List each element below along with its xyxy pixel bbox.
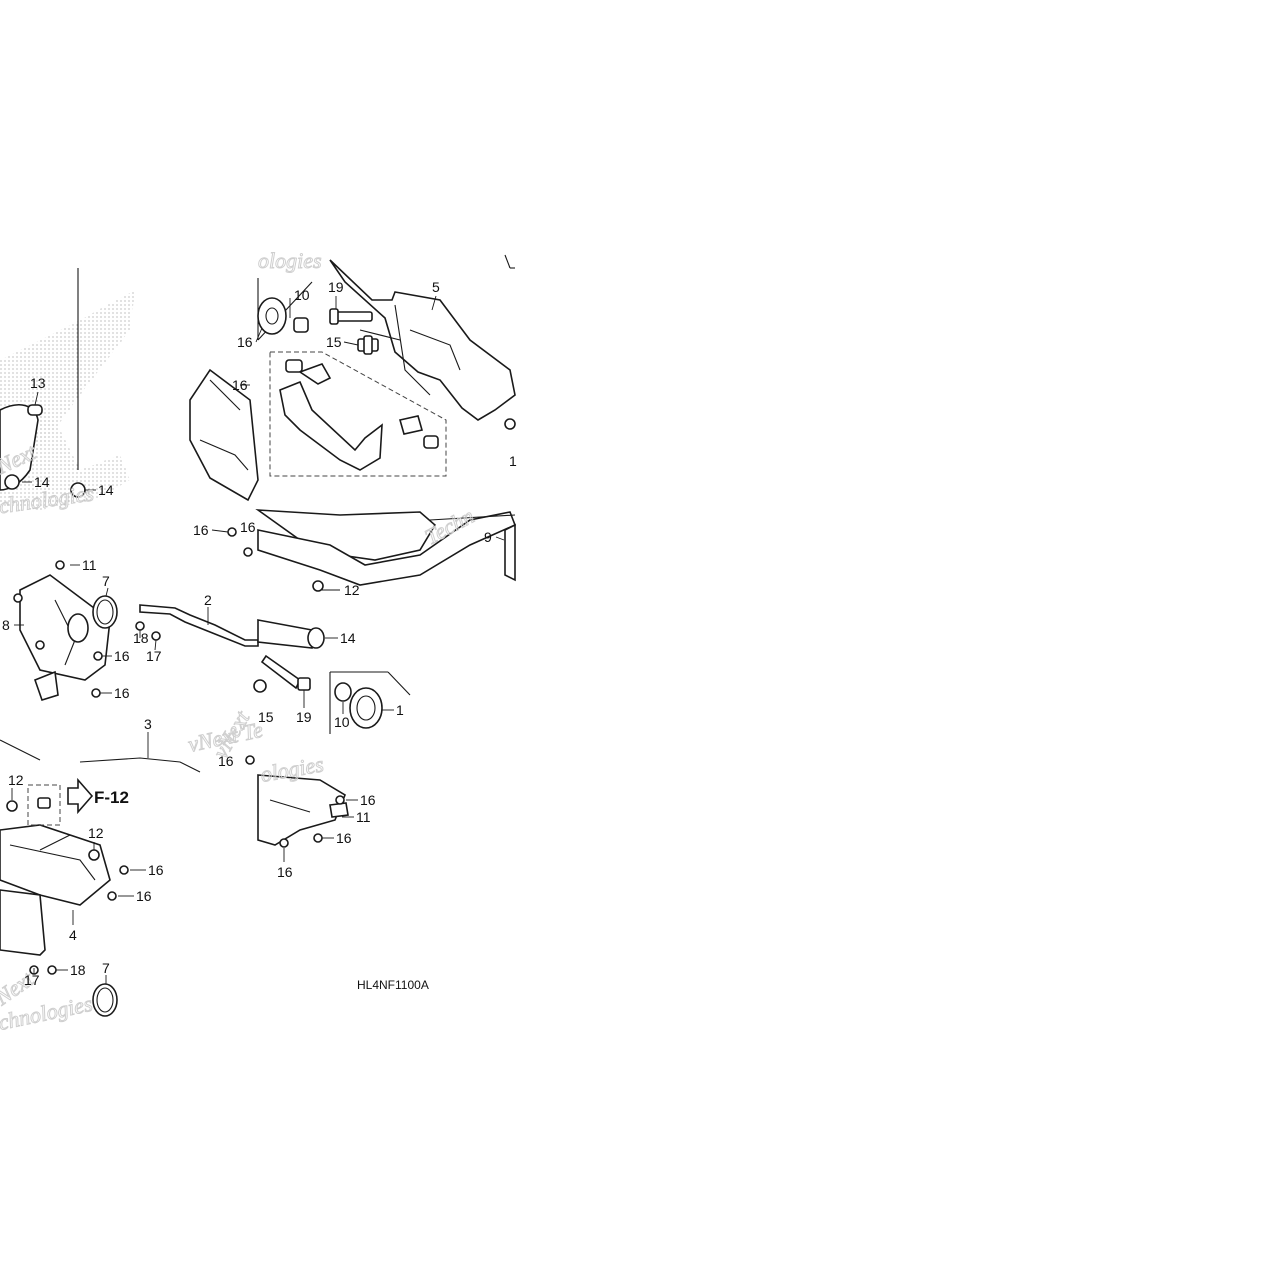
callout-16: 16 [193,522,209,538]
ring-7-upper [92,595,118,629]
callout-8: 8 [2,617,10,633]
rod-part-2 [139,604,259,647]
callout-1: 1 [396,702,404,718]
callout-17: 17 [146,648,162,664]
callout-1: 1 [509,453,517,469]
leader-lines [11,295,505,984]
side-panel [189,368,259,502]
dashed-bolt-box [27,784,61,826]
callout-5: 5 [432,279,440,295]
callout-16: 16 [360,792,376,808]
bar-3 [0,739,201,773]
callout-7: 7 [102,960,110,976]
callout-12: 12 [344,582,360,598]
callout-14: 14 [34,474,50,490]
callout-19: 19 [328,279,344,295]
bracket-detail-box [269,351,447,477]
callout-15: 15 [258,709,274,725]
callout-11: 11 [356,809,371,825]
callout-13: 13 [30,375,46,391]
callout-16: 16 [336,830,352,846]
callout-14: 14 [98,482,114,498]
callout-4: 4 [69,927,77,943]
callout-16: 16 [114,648,130,664]
reference-arrow [67,777,94,815]
grommet-box-top [257,278,313,341]
ring-7-lower [92,983,118,1017]
callout-16: 16 [148,862,164,878]
callout-17: 17 [24,972,40,988]
bracket-assembly-8 [19,574,111,701]
callout-16: 16 [237,334,253,350]
bumper-cover-upper [255,509,517,586]
grommet-box-lower [329,671,411,734]
callout-18: 18 [133,630,149,646]
callout-16: 16 [218,753,234,769]
bolt-15-top [357,335,379,355]
callout-2: 2 [204,592,212,608]
callout-7: 7 [102,573,110,589]
bolt-19-long [260,654,311,691]
skid-plate-4 [0,824,111,956]
left-fender-region [0,268,135,510]
front-frame-assembly [329,254,516,421]
callout-16: 16 [136,888,152,904]
callout-12: 12 [8,772,24,788]
callout-16: 16 [240,519,256,535]
diagram-code-label: HL4NF1100A [357,978,429,992]
bolt-19-top [329,308,373,325]
callout-10: 10 [334,714,350,730]
callout-labels: 13 14 14 14 16 16 16 16 16 16 16 16 16 1… [2,279,517,988]
callout-16: 16 [277,864,293,880]
callout-9: 9 [484,529,492,545]
callout-14: 14 [340,630,356,646]
figure-reference-label: F-12 [94,788,129,807]
callout-16: 16 [114,685,130,701]
lower-bracket-right [257,774,349,846]
watermark-text: ologies [258,248,322,273]
callout-19: 19 [296,709,312,725]
callout-16: 16 [232,377,248,393]
callout-15: 15 [326,334,342,350]
callout-11: 11 [82,557,97,573]
fasteners [4,418,516,975]
callout-12: 12 [88,825,104,841]
callout-18: 18 [70,962,86,978]
tube-14 [257,619,325,649]
callout-10: 10 [294,287,310,303]
callout-3: 3 [144,716,152,732]
